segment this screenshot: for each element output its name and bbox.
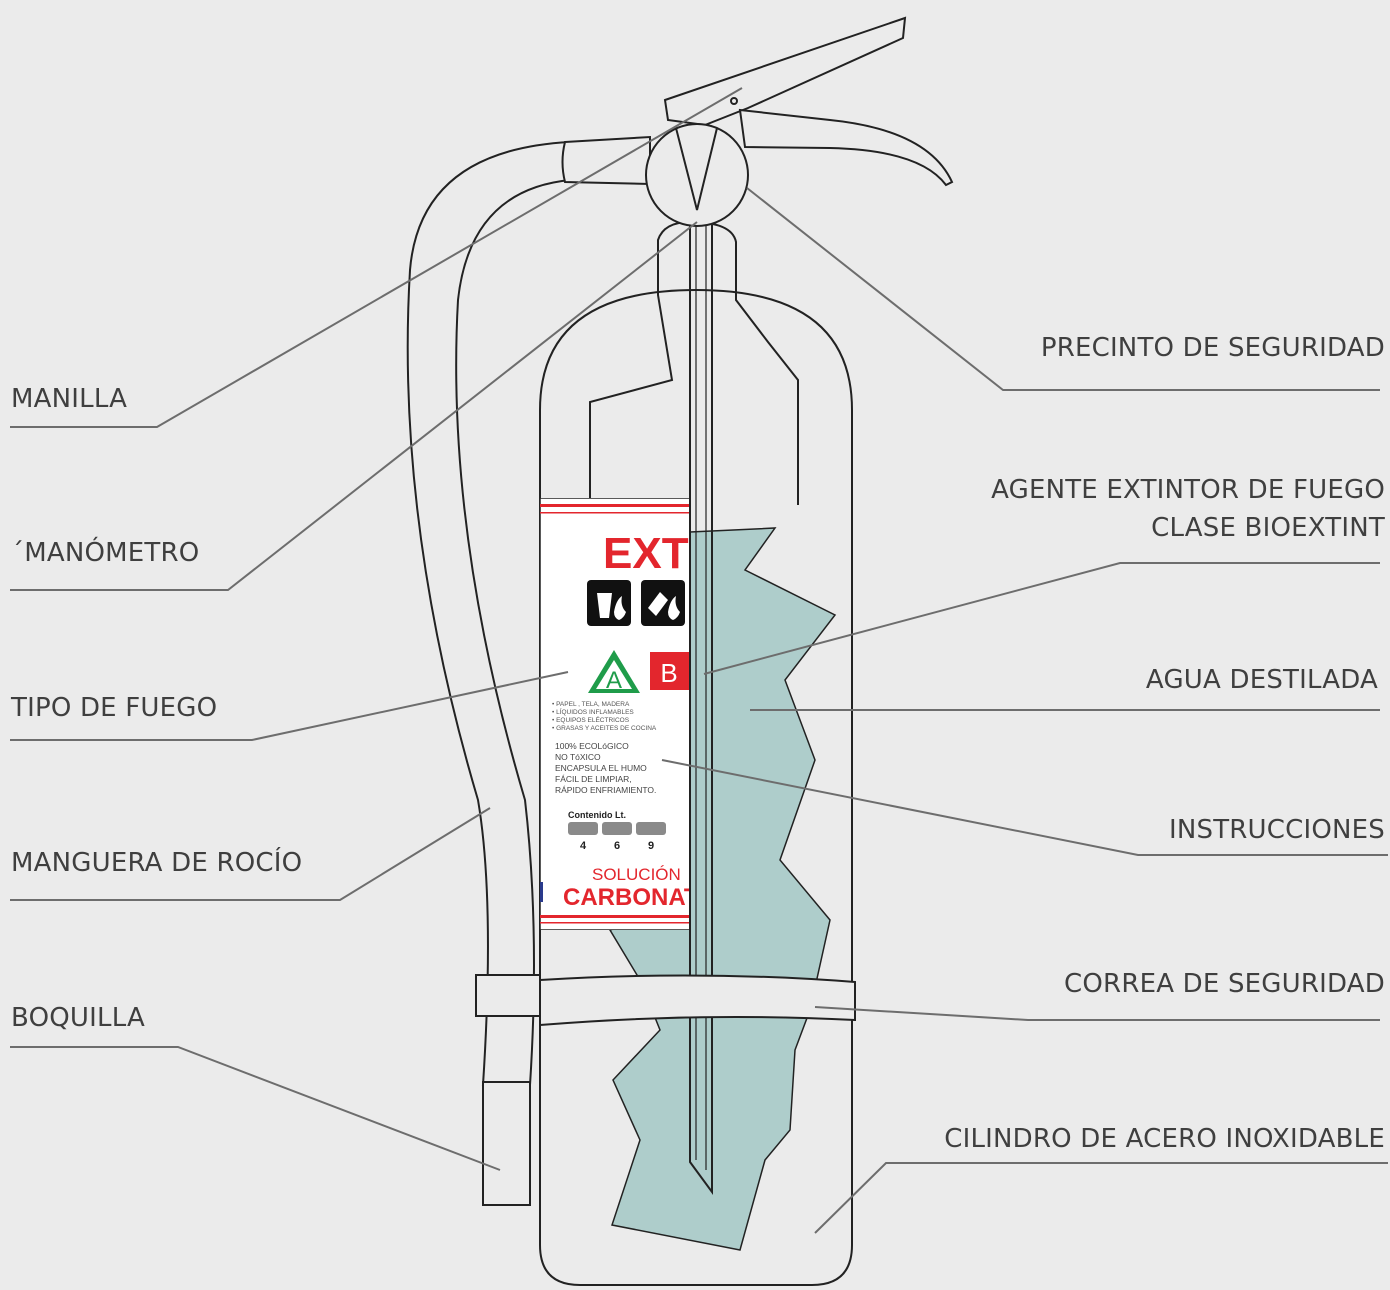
nozzle <box>482 1081 531 1206</box>
feature-item: RÁPIDO ENFRIAMIENTO. <box>555 785 656 795</box>
callout-boquilla: BOQUILLA <box>11 1003 145 1033</box>
callout-manilla: MANILLA <box>11 384 128 414</box>
callout-instrucciones: INSTRUCCIONES <box>1168 815 1385 845</box>
leader-correa <box>814 1006 1380 1021</box>
callout-precinto-de-seguridad: PRECINTO DE SEGURIDAD <box>1040 333 1385 363</box>
use-item: • PAPEL , TELA, MADERA <box>552 701 630 708</box>
label-solucion: SOLUCIÓN <box>592 865 681 884</box>
feature-item: FÁCIL DE LIMPIAR, <box>555 774 632 784</box>
callout-tipo-de-fuego: TIPO DE FUEGO <box>11 693 218 723</box>
leader-cilindro <box>814 1162 1388 1234</box>
class-b-letter: B <box>660 658 677 688</box>
feature-item: NO TóXICO <box>555 752 601 762</box>
leader-tipo-fuego <box>10 671 569 741</box>
size-value: 4 <box>580 840 587 852</box>
contenido-label: Contenido Lt. <box>568 810 626 820</box>
safety-strap <box>475 974 856 1027</box>
label-carbonato: CARBONATO <box>563 884 717 911</box>
callout-manguera-de-rocio: MANGUERA DE ROCÍO <box>11 848 303 878</box>
leader-manguera <box>10 807 491 901</box>
callout-agente-line1: AGENTE EXTINTOR DE FUEGO <box>991 475 1385 505</box>
hose-coupling <box>561 135 651 186</box>
size-value: 9 <box>648 840 654 852</box>
size-value: 6 <box>614 840 620 852</box>
leader-lines <box>10 87 1388 1234</box>
callout-cilindro: CILINDRO DE ACERO INOXIDABLE <box>944 1124 1385 1154</box>
use-item: • LÍQUIDOS INFLAMABLES <box>552 707 634 716</box>
class-a-letter: A <box>606 667 622 694</box>
feature-item: 100% ECOLóGICO <box>555 741 629 751</box>
callout-correa-de-seguridad: CORREA DE SEGURIDAD <box>1064 969 1385 999</box>
use-item: • GRASAS Y ACEITES DE COCINA <box>552 725 657 732</box>
use-item: • EQUIPOS ELÉCTRICOS <box>552 715 630 724</box>
callout-manometro: ´MANÓMETRO <box>11 538 200 568</box>
callout-agua-destilada: AGUA DESTILADA <box>1145 665 1378 695</box>
class-b-square-icon <box>650 652 690 690</box>
feature-item: ENCAPSULA EL HUMO <box>555 763 647 773</box>
product-label: EXTI A B • PAPEL , TELA, MADERA • LÍQUID… <box>540 498 717 930</box>
leader-manometro <box>10 221 698 591</box>
pressure-gauge <box>645 123 749 227</box>
leader-boquilla <box>10 1046 501 1171</box>
callout-agente-line2: CLASE BIOEXTINT <box>1151 513 1385 543</box>
leader-manilla <box>10 87 743 428</box>
leader-agente <box>703 562 1380 675</box>
label-title: EXTI <box>603 529 701 578</box>
leader-precinto <box>746 187 1380 391</box>
leader-instrucciones <box>661 759 1388 856</box>
